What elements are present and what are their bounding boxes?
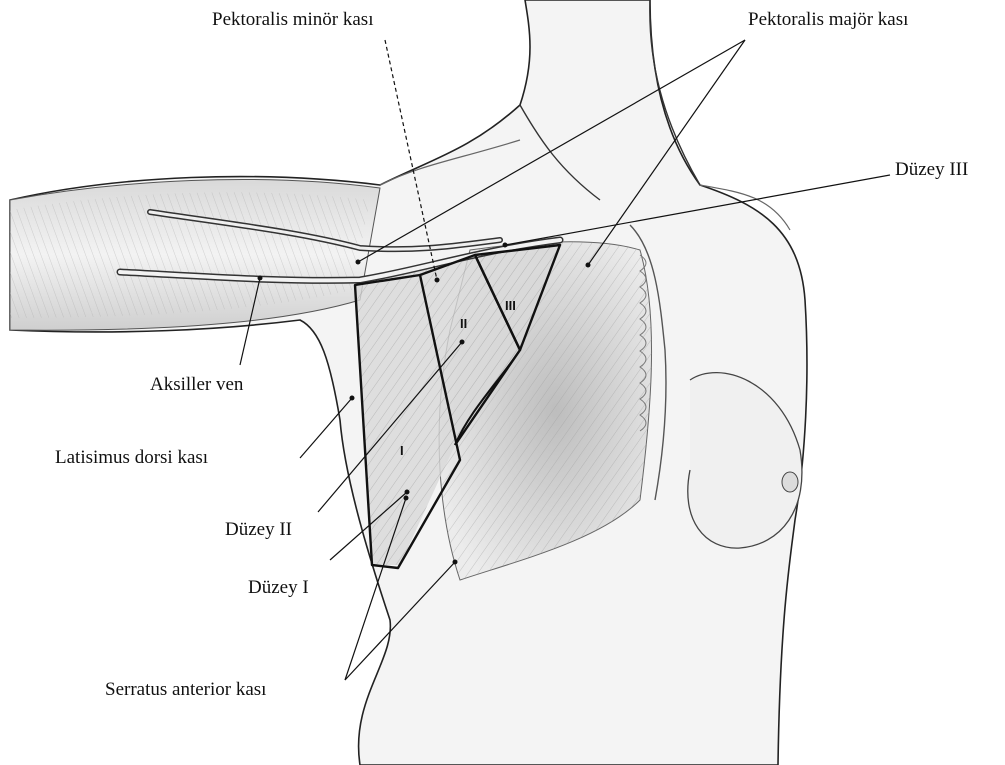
level-1-numeral: I: [400, 443, 404, 458]
label-pectoralis-major: Pektoralis majör kası: [748, 10, 908, 29]
label-pectoralis-minor: Pektoralis minör kası: [212, 10, 373, 29]
level-3-numeral: III: [505, 298, 516, 313]
label-level-1: Düzey I: [248, 578, 309, 597]
label-latissimus-dorsi: Latisimus dorsi kası: [55, 448, 208, 467]
nipple: [782, 472, 798, 492]
label-level-3: Düzey III: [895, 160, 968, 179]
label-serratus-anterior: Serratus anterior kası: [105, 680, 266, 699]
label-axillary-vein: Aksiller ven: [150, 375, 243, 394]
level-2-numeral: II: [460, 316, 467, 331]
label-level-2: Düzey II: [225, 520, 292, 539]
